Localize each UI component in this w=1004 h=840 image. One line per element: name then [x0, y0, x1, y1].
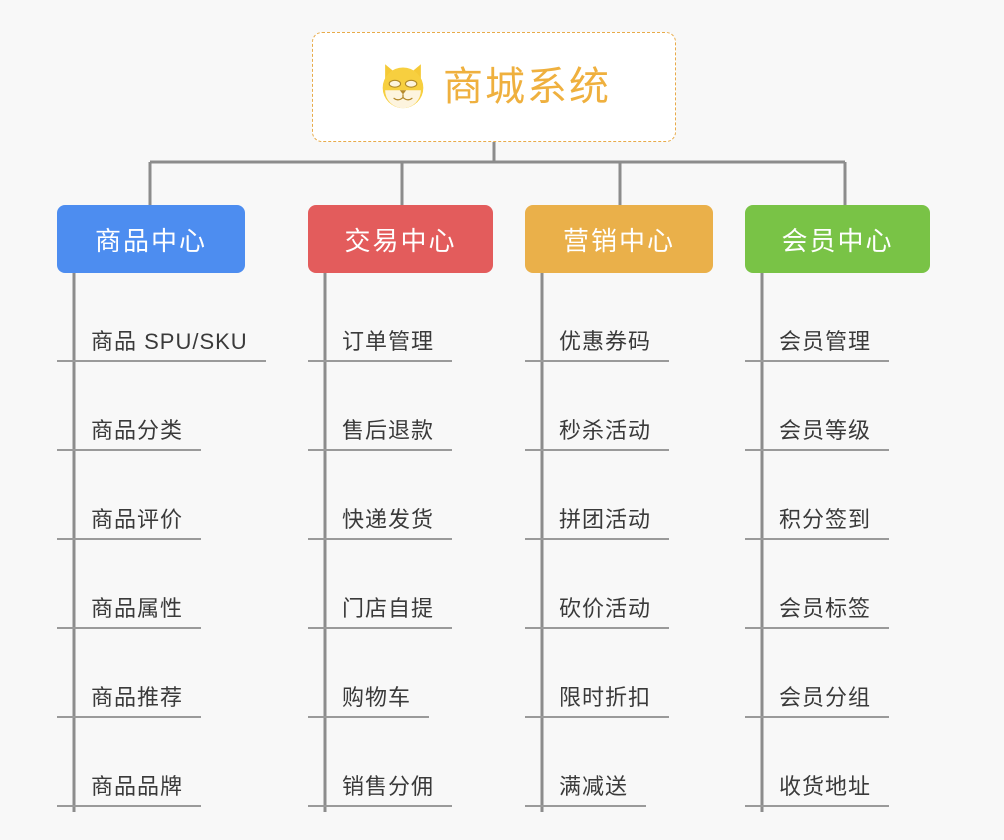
leaf-label: 商品属性	[57, 596, 202, 629]
leaf-label: 订单管理	[308, 329, 453, 362]
leaf-item[interactable]: 商品推荐	[57, 629, 266, 718]
leaf-label: 拼团活动	[525, 507, 670, 540]
leaf-item[interactable]: 快递发货	[308, 451, 453, 540]
leaf-label: 销售分佣	[308, 774, 453, 807]
leaf-item[interactable]: 限时折扣	[525, 629, 670, 718]
leaf-item[interactable]: 商品 SPU/SKU	[57, 273, 266, 362]
leaf-label: 门店自提	[308, 596, 453, 629]
leaf-label: 满减送	[525, 774, 647, 807]
leaf-label: 秒杀活动	[525, 418, 670, 451]
leaf-label: 会员等级	[745, 418, 890, 451]
leaf-item[interactable]: 商品分类	[57, 362, 266, 451]
shiba-dog-face-icon	[382, 64, 424, 109]
leaf-item[interactable]: 商品属性	[57, 540, 266, 629]
leaf-item[interactable]: 会员标签	[745, 540, 890, 629]
leaf-item[interactable]: 会员等级	[745, 362, 890, 451]
leaf-item[interactable]: 售后退款	[308, 362, 453, 451]
leaf-label: 会员管理	[745, 329, 890, 362]
branch-header-0[interactable]: 商品中心	[57, 205, 245, 273]
root-label: 商城系统	[443, 65, 611, 109]
leaf-item[interactable]: 秒杀活动	[525, 362, 670, 451]
leaf-item[interactable]: 收货地址	[745, 718, 890, 807]
leaf-item[interactable]: 商品品牌	[57, 718, 266, 807]
leaf-item[interactable]: 会员分组	[745, 629, 890, 718]
leaf-label: 商品品牌	[57, 774, 202, 807]
branch-header-2[interactable]: 营销中心	[525, 205, 713, 273]
leaf-item[interactable]: 会员管理	[745, 273, 890, 362]
leaf-item[interactable]: 购物车	[308, 629, 452, 718]
leaf-item[interactable]: 积分签到	[745, 451, 890, 540]
leaf-label: 售后退款	[308, 418, 453, 451]
root-node[interactable]: 商城系统	[312, 32, 676, 142]
leaf-item[interactable]: 订单管理	[308, 273, 453, 362]
leaf-item[interactable]: 拼团活动	[525, 451, 670, 540]
leaf-item[interactable]: 优惠券码	[525, 273, 670, 362]
leaf-label: 优惠券码	[525, 329, 670, 362]
leaf-label: 限时折扣	[525, 685, 670, 718]
leaf-label: 会员分组	[745, 685, 890, 718]
leaf-list-2: 优惠券码 秒杀活动 拼团活动 砍价活动 限时折扣 满减送	[525, 273, 670, 807]
leaf-list-3: 会员管理 会员等级 积分签到 会员标签 会员分组 收货地址	[745, 273, 890, 807]
leaf-label: 商品评价	[57, 507, 202, 540]
leaf-label: 商品分类	[57, 418, 202, 451]
leaf-list-1: 订单管理 售后退款 快递发货 门店自提 购物车 销售分佣	[308, 273, 453, 807]
leaf-item[interactable]: 砍价活动	[525, 540, 670, 629]
leaf-label: 购物车	[308, 685, 430, 718]
leaf-item[interactable]: 满减送	[525, 718, 669, 807]
leaf-label: 积分签到	[745, 507, 890, 540]
leaf-label: 快递发货	[308, 507, 453, 540]
leaf-label: 商品 SPU/SKU	[57, 329, 266, 362]
leaf-item[interactable]: 门店自提	[308, 540, 453, 629]
leaf-item[interactable]: 商品评价	[57, 451, 266, 540]
leaf-label: 砍价活动	[525, 596, 670, 629]
leaf-label: 商品推荐	[57, 685, 202, 718]
leaf-item[interactable]: 销售分佣	[308, 718, 453, 807]
leaf-list-0: 商品 SPU/SKU 商品分类 商品评价 商品属性 商品推荐 商品品牌	[57, 273, 266, 807]
branch-header-1[interactable]: 交易中心	[308, 205, 493, 273]
leaf-label: 会员标签	[745, 596, 890, 629]
branch-header-3[interactable]: 会员中心	[745, 205, 930, 273]
leaf-label: 收货地址	[745, 774, 890, 807]
